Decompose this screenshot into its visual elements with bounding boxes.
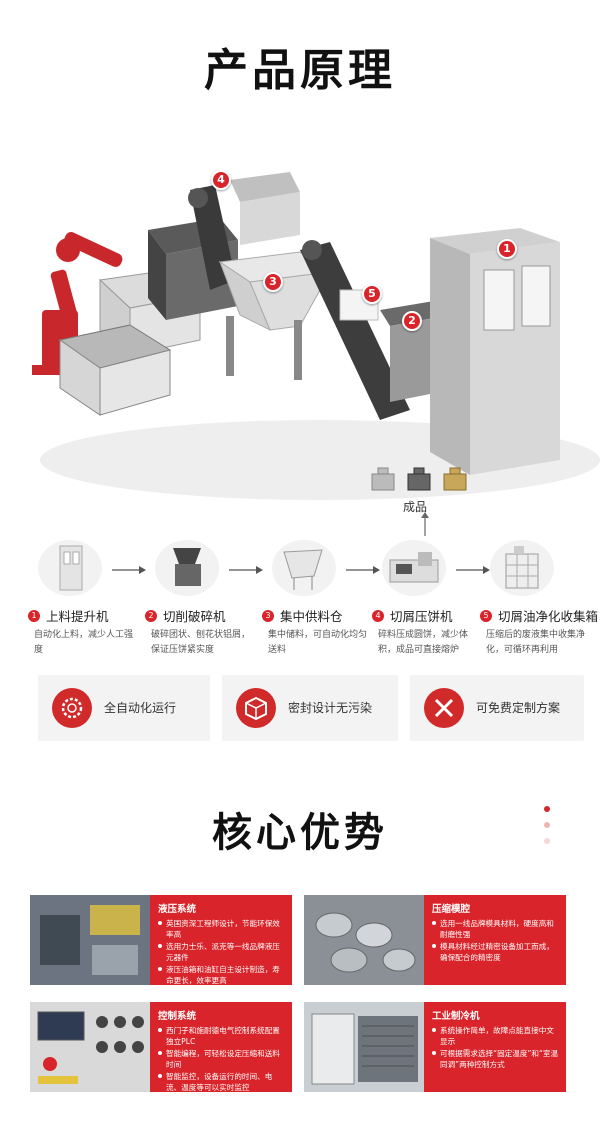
- step-desc: 压缩后的废液集中收集净化，可循环再利用: [486, 630, 586, 655]
- mold-photo: [304, 895, 424, 985]
- advantage-panel-chiller: 工业制冷机 系统操作简单，故障点能直接中文显示 可根据需求选择“固定温度”和“室…: [304, 1002, 566, 1092]
- lift-icon: [38, 540, 102, 596]
- panel-title: 压缩模腔: [432, 904, 471, 915]
- decor-dot: [544, 806, 550, 812]
- press-icon: [382, 540, 446, 596]
- decor-dot: [544, 838, 550, 844]
- arrow-right-icon: [346, 566, 380, 574]
- oil-tank-icon: [490, 540, 554, 596]
- section-title-advantage: 核心优势: [212, 810, 388, 856]
- marker-badge-2: 2: [402, 311, 422, 331]
- panel-item: 可根据需求选择“固定温度”和“室温同调”两种控制方式: [432, 1048, 560, 1070]
- control-panel-photo: [30, 1002, 150, 1092]
- advantage-panel-mold: 压缩模腔 选用一线品牌模具材料，硬度高和耐磨性强 模具材料经过精密设备加工而成，…: [304, 895, 566, 985]
- panel-item: 系统操作简单，故障点能直接中文显示: [432, 1025, 560, 1047]
- panel-body: 液压系统 英国资深工程师设计，节能环保效率高 选用力士乐、派克等一线品牌液压元器…: [150, 895, 292, 985]
- step-desc: 自动化上料，减少人工强度: [34, 630, 134, 655]
- marker-badge-4: 4: [211, 170, 231, 190]
- feature-label: 全自动化运行: [104, 701, 177, 715]
- step-desc: 破碎团状、刨花状铝屑，保证压饼紧实度: [151, 630, 251, 655]
- panel-item: 英国资深工程师设计，节能环保效率高: [158, 918, 286, 940]
- panel-body: 压缩模腔 选用一线品牌模具材料，硬度高和耐磨性强 模具材料经过精密设备加工而成，…: [424, 895, 566, 985]
- section-title-principle: 产品原理: [204, 45, 396, 96]
- feature-card-sealed: 密封设计无污染: [222, 675, 398, 741]
- decor-dot: [544, 822, 550, 828]
- product-label: 成品: [402, 500, 427, 514]
- hopper-icon: [272, 540, 336, 596]
- pencil-ruler-icon: [424, 688, 464, 728]
- arrow-up-icon: [421, 512, 429, 536]
- marker-badge-1: 1: [497, 239, 517, 259]
- chiller-photo: [304, 1002, 424, 1092]
- feature-card-custom: 可免费定制方案: [410, 675, 584, 741]
- product-blocks: [371, 467, 467, 491]
- shredder: [148, 172, 300, 320]
- feature-card-automation: 全自动化运行: [38, 675, 210, 741]
- panel-title: 工业制冷机: [432, 1011, 480, 1022]
- box-icon: [236, 688, 276, 728]
- feature-label: 可免费定制方案: [476, 701, 561, 715]
- panel-title: 控制系统: [158, 1011, 197, 1022]
- panel-item: 选用一线品牌模具材料，硬度高和耐磨性强: [432, 918, 560, 940]
- panel-item: 智能编程，可轻松设定压缩和送料时间: [158, 1048, 286, 1070]
- step-desc: 集中储料，可自动化均匀送料: [268, 630, 368, 655]
- panel-item: 选用力士乐、派克等一线品牌液压元器件: [158, 941, 286, 963]
- panel-body: 工业制冷机 系统操作简单，故障点能直接中文显示 可根据需求选择“固定温度”和“室…: [424, 1002, 566, 1092]
- arrow-right-icon: [229, 566, 263, 574]
- panel-title: 液压系统: [158, 904, 197, 915]
- panel-item: 西门子和施耐德电气控制系统配置独立PLC: [158, 1025, 286, 1047]
- panel-item: 液压油箱和油缸自主设计制造，寿命更长，效率更高: [158, 964, 286, 986]
- shredder-icon: [155, 540, 219, 596]
- panel-body: 控制系统 西门子和施耐德电气控制系统配置独立PLC 智能编程，可轻松设定压缩和送…: [150, 1002, 292, 1092]
- arrow-right-icon: [112, 566, 146, 574]
- crate: [58, 324, 172, 416]
- marker-badge-5: 5: [362, 284, 382, 304]
- feature-label: 密封设计无污染: [288, 701, 373, 715]
- marker-badge-3: 3: [263, 272, 283, 292]
- panel-item: 智能监控，设备运行的时间、电流、温度等可以实时监控: [158, 1071, 286, 1093]
- panel-item: 模具材料经过精密设备加工而成，确保配合的精密度: [432, 941, 560, 963]
- arrow-right-icon: [456, 566, 490, 574]
- cabinet-tower: [430, 228, 560, 475]
- hydraulic-photo: [30, 895, 150, 985]
- step-desc: 碎料压成圆饼，减少体积，成品可直接熔炉: [378, 630, 469, 655]
- gear-icon: [52, 688, 92, 728]
- machine-illustration: [32, 172, 600, 500]
- advantage-panel-control: 控制系统 西门子和施耐德电气控制系统配置独立PLC 智能编程，可轻松设定压缩和送…: [30, 1002, 292, 1092]
- advantage-panel-hydraulic: 液压系统 英国资深工程师设计，节能环保效率高 选用力士乐、派克等一线品牌液压元器…: [30, 895, 292, 985]
